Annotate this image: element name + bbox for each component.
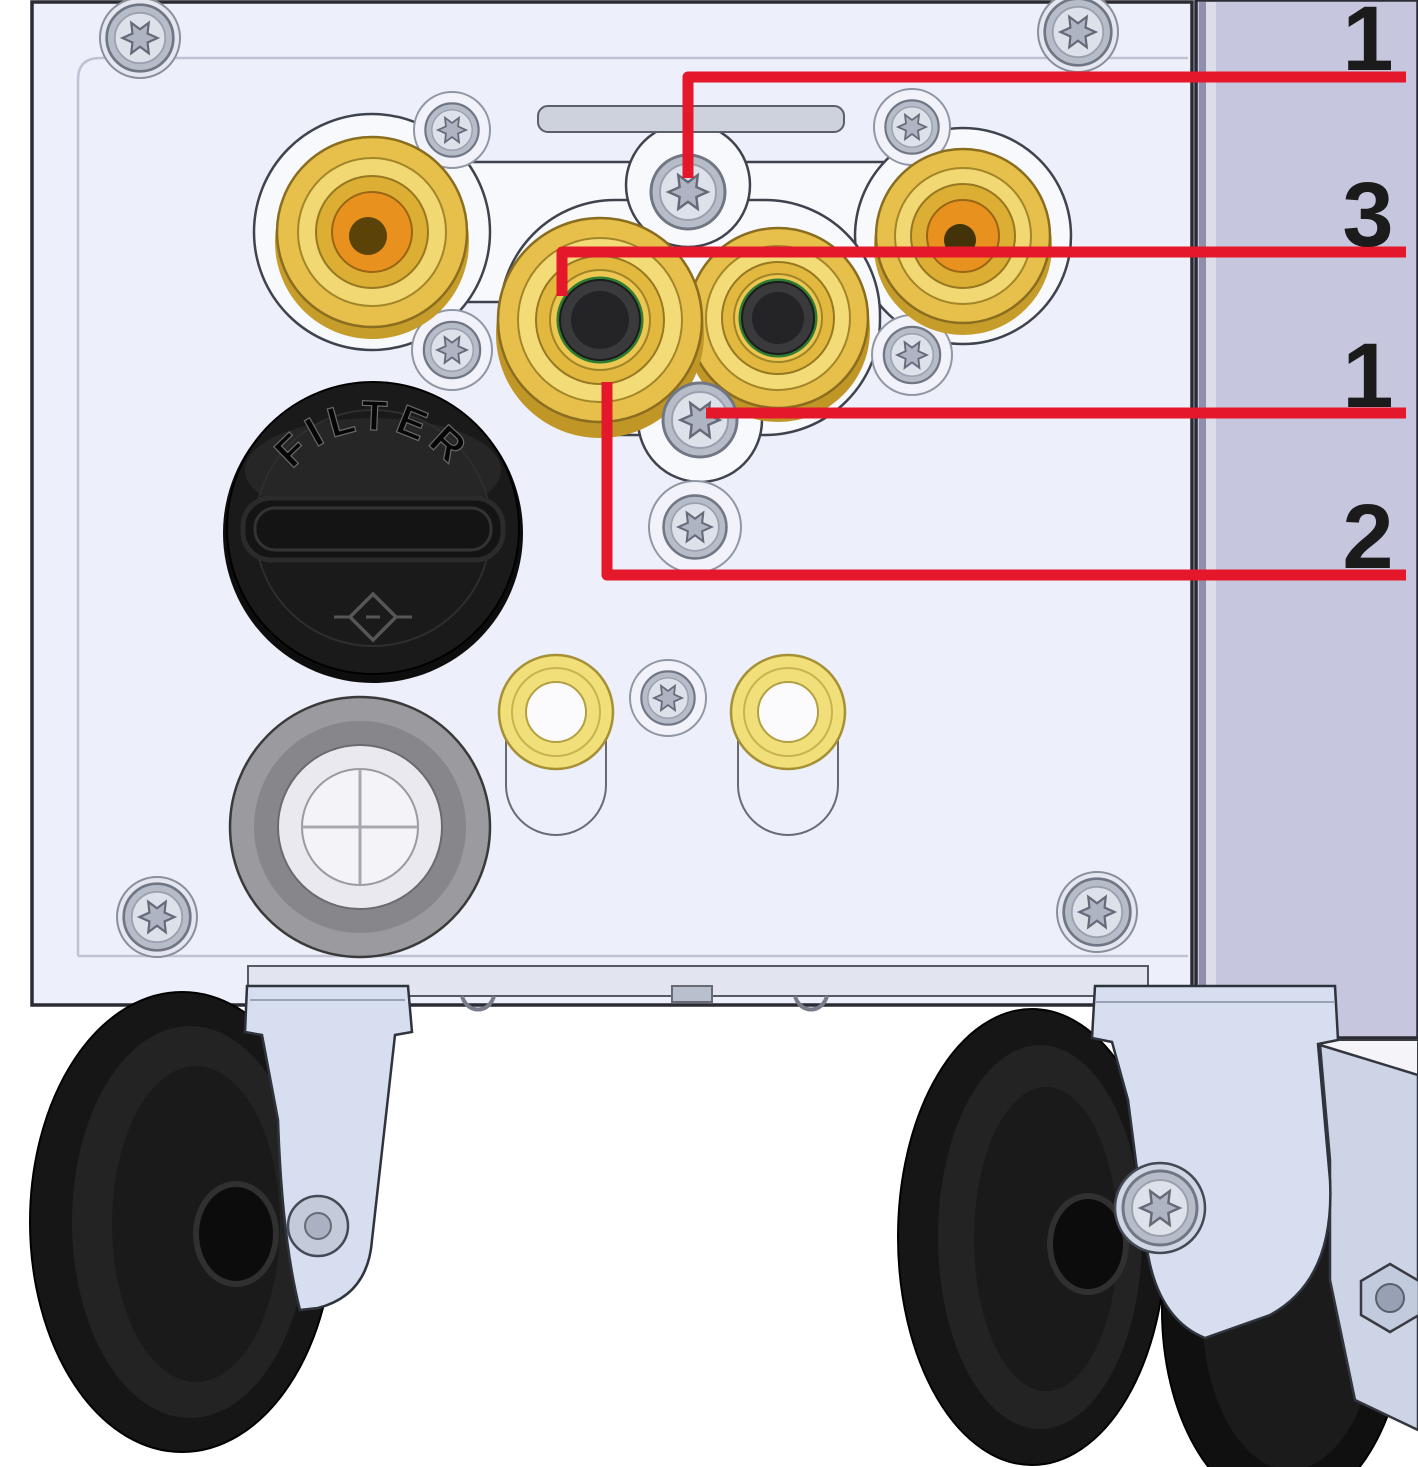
torx-screw-corner-tl (105, 3, 175, 73)
torx-screw-corner-br (1062, 877, 1132, 947)
torx-screw-mid-right (882, 325, 942, 385)
callout-label-1-top: 1 (1342, 0, 1394, 90)
callout-label-1-mid: 1 (1342, 325, 1394, 427)
side-panel-edge-dark (1199, 2, 1206, 1035)
callout-label-3: 3 (1342, 164, 1394, 266)
corner-screws (99, 0, 1138, 958)
panel-inner-frame (76, 56, 1188, 956)
connector-center-right (686, 226, 870, 422)
torx-screw-top-left (424, 102, 480, 158)
torx-screw-lower-center (640, 670, 696, 726)
filter-cap-handle (240, 495, 506, 563)
torx-screw-lower (662, 494, 728, 560)
connector-left-outer (275, 135, 469, 339)
filter-symbol (347, 591, 399, 643)
torx-screw-plate-bottom (661, 381, 739, 459)
side-panel-edge-light (1206, 2, 1216, 1035)
torx-screw-corner-bl (122, 882, 192, 952)
filter-cap: FILTER (223, 381, 523, 683)
rail-clip (671, 985, 713, 1003)
drain-port (228, 695, 492, 959)
o-ring (738, 278, 818, 358)
rail-hook-right (793, 995, 829, 1012)
side-panel (1194, 0, 1418, 1040)
wheel-hub (193, 1181, 279, 1287)
torx-screw-corner-tr (1043, 0, 1113, 67)
torx-screw-axle (1121, 1169, 1199, 1247)
callout-line-3 (556, 246, 1406, 296)
callout-label-2: 2 (1342, 486, 1394, 588)
callout-line-2 (601, 382, 1406, 581)
rail-hook-left (460, 995, 496, 1012)
o-ring (556, 276, 644, 364)
callout-line-1-top (682, 71, 1406, 178)
castor-hardware-right (1318, 1043, 1418, 1432)
wheel-hub (1047, 1193, 1129, 1295)
torx-screw-mid-left (422, 320, 482, 380)
port-cross (302, 769, 418, 885)
connector-center-left (496, 216, 704, 438)
connector-right-outer (874, 147, 1052, 335)
castor-bracket-left (243, 984, 414, 1312)
castor-left (29, 984, 414, 1453)
callout-lines (556, 71, 1406, 581)
torx-screw-top-right (884, 99, 940, 155)
castor-right (897, 984, 1418, 1467)
lower-sockets (497, 653, 847, 836)
